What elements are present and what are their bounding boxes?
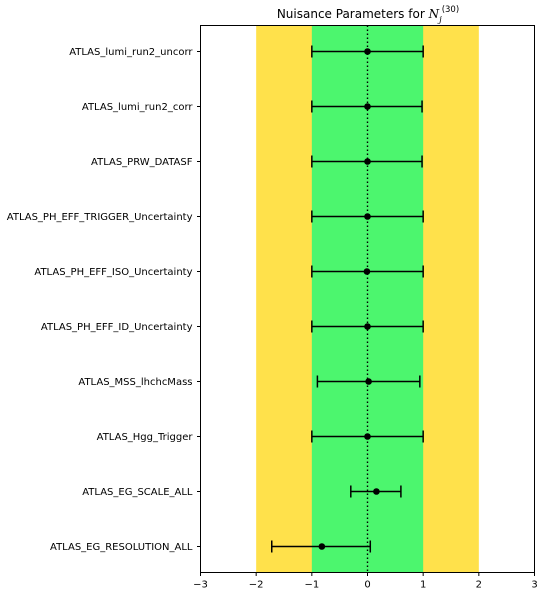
x-tick-label: 0 [364,580,370,591]
pull-point [311,265,424,278]
y-tick-label: ATLAS_lumi_run2_corr [82,102,193,113]
x-tick-label: 2 [476,580,482,591]
plot-frame [200,25,535,573]
x-tick-label: −1 [304,580,319,591]
title-subscript: j [437,15,442,25]
pull-point [311,45,424,58]
pull-marker [364,158,371,165]
pull-marker [364,48,371,55]
title-prefix: Nuisance Parameters for [277,7,429,21]
pull-marker [318,543,326,550]
chart-title: Nuisance Parameters for Nj(30) [277,5,459,25]
y-axis: ATLAS_lumi_run2_uncorrATLAS_lumi_run2_co… [7,47,201,553]
pull-point [311,430,424,443]
pull-point [311,210,424,223]
pull-point [350,485,402,498]
pull-point [311,320,424,333]
y-tick-label: ATLAS_MSS_lhchcMass [78,377,192,388]
pull-point [311,155,423,168]
pull-marker [364,433,371,440]
y-tick-label: ATLAS_EG_RESOLUTION_ALL [50,542,193,553]
y-tick-label: ATLAS_lumi_run2_uncorr [69,47,193,58]
y-tick-label: ATLAS_PRW_DATASF [91,157,193,168]
y-tick-label: ATLAS_PH_EFF_TRIGGER_Uncertainty [7,212,193,223]
x-tick-label: −2 [249,580,264,591]
x-tick-label: −3 [193,580,208,591]
y-tick-label: ATLAS_PH_EFF_ID_Uncertainty [41,322,193,333]
y-tick-label: ATLAS_Hgg_Trigger [97,432,194,443]
x-tick-label: 1 [420,580,426,591]
pull-point [311,100,423,113]
pull-point [316,375,421,388]
y-tick-label: ATLAS_EG_SCALE_ALL [82,487,193,498]
pull-point [271,540,372,553]
pull-marker [364,103,371,110]
pulls-layer [271,45,424,553]
pull-marker [364,213,371,220]
pull-marker [365,378,372,385]
y-tick-label: ATLAS_PH_EFF_ISO_Uncertainty [34,267,192,278]
x-tick-label: 3 [531,580,537,591]
pull-marker [363,268,371,275]
pull-marker [364,323,371,330]
title-superscript: (30) [442,5,459,15]
x-axis: −3 −2 −1 0 1 2 3 [193,572,538,591]
title-symbol: N [428,7,440,21]
pull-marker [373,488,380,495]
